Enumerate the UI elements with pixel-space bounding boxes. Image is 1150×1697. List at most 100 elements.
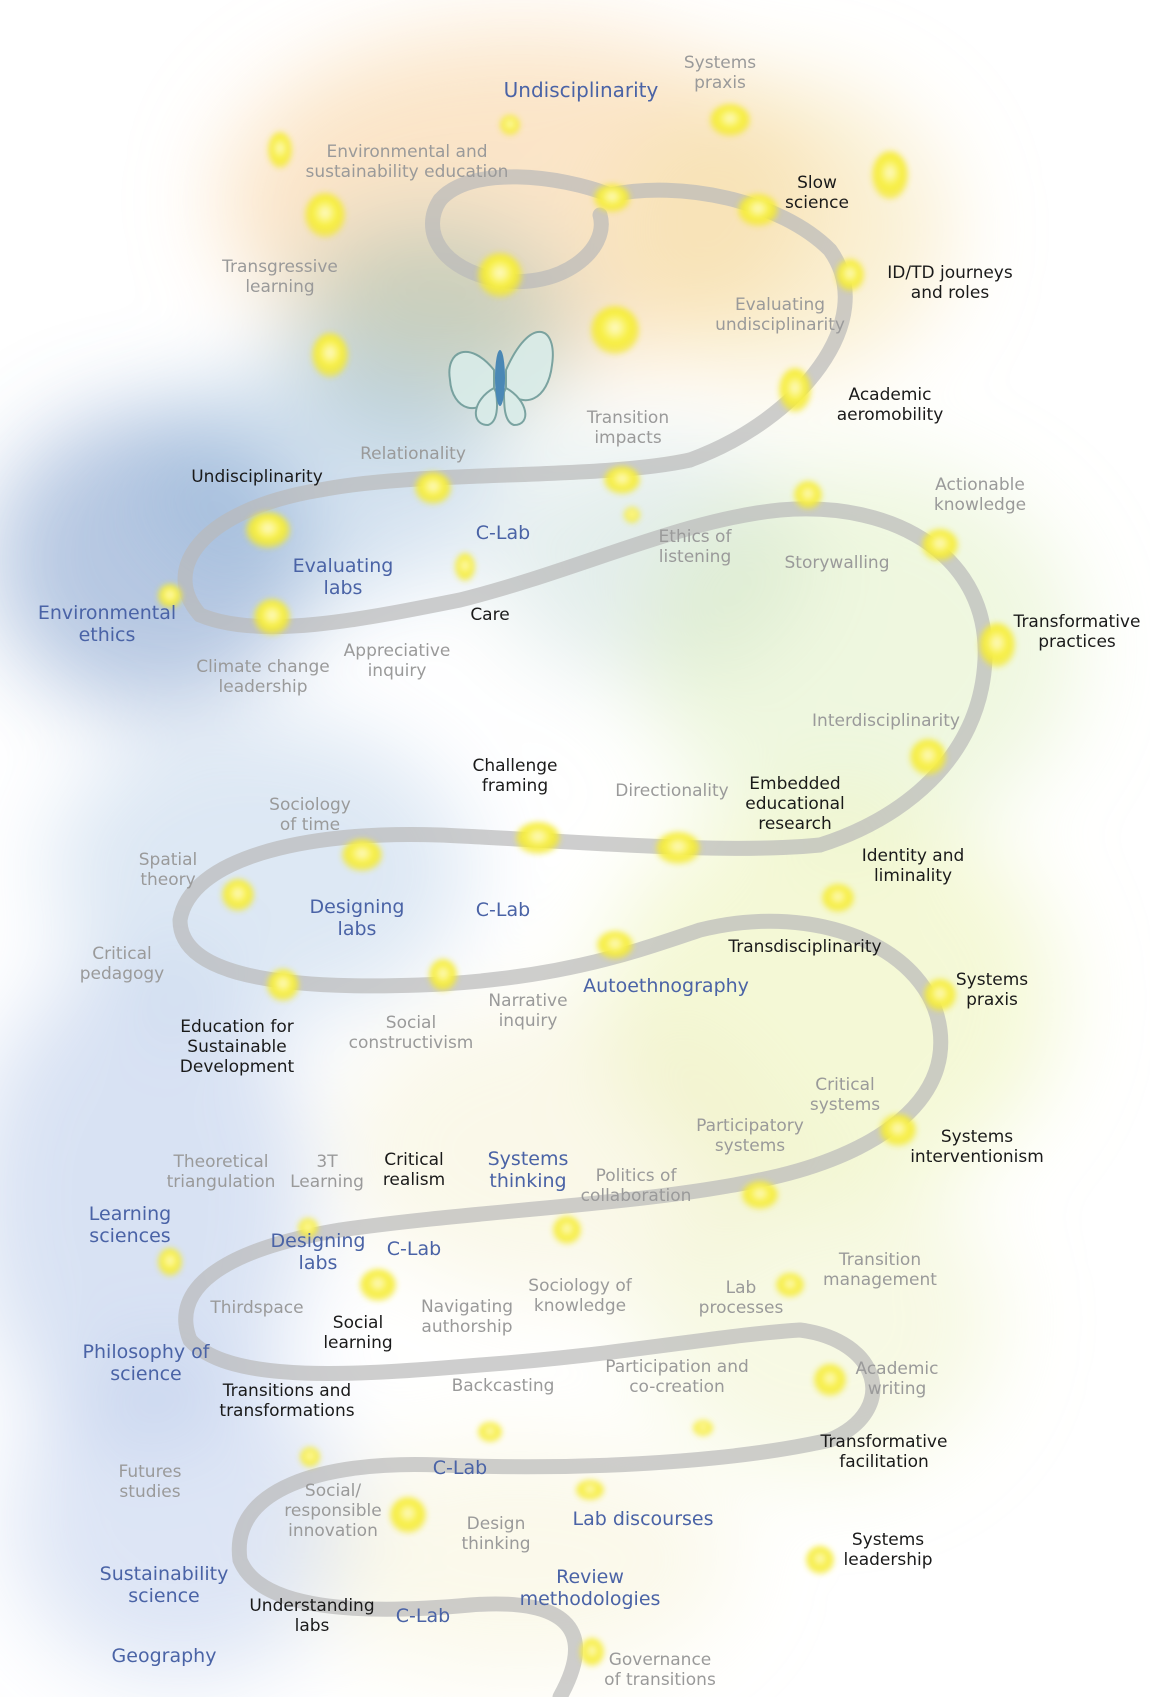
node-dot <box>415 472 451 504</box>
node-label: Sustainability science <box>99 1563 229 1608</box>
node-dots <box>158 104 1015 1666</box>
node-label: Systems interventionism <box>910 1127 1044 1168</box>
node-dot <box>500 115 520 135</box>
node-dot <box>478 1422 502 1442</box>
node-dot <box>794 481 822 509</box>
node-label: Spatial theory <box>138 850 198 891</box>
node-dot <box>312 333 348 377</box>
node-dot <box>710 104 750 136</box>
node-dot <box>924 979 956 1011</box>
node-dot <box>516 822 560 854</box>
node-label: Systems thinking <box>487 1148 569 1193</box>
node-label: Systems praxis <box>683 53 757 94</box>
node-label: Critical realism <box>382 1150 446 1191</box>
node-label: Review methodologies <box>519 1566 661 1611</box>
node-dot <box>553 1216 581 1244</box>
watercolor-wash <box>0 30 1080 1680</box>
node-label: Environmental and sustainability educati… <box>305 142 509 183</box>
node-label: Systems leadership <box>843 1530 933 1571</box>
node-dot <box>624 507 640 523</box>
node-dot <box>580 1638 604 1666</box>
node-dot <box>806 1546 834 1574</box>
node-label: Transitions and transformations <box>219 1381 355 1422</box>
node-dot <box>604 466 640 494</box>
node-label: Narrative inquiry <box>488 991 568 1032</box>
node-dot <box>298 1218 318 1238</box>
node-label: Participation and co-creation <box>605 1357 749 1398</box>
node-label: Social/ responsible innovation <box>284 1481 382 1542</box>
node-label: Sociology of knowledge <box>528 1276 632 1317</box>
node-label: Critical systems <box>809 1075 881 1116</box>
node-dot <box>822 884 854 912</box>
node-dot <box>594 184 630 212</box>
node-label: C-Lab <box>475 522 531 544</box>
node-label: ID/TD journeys and roles <box>887 263 1013 304</box>
node-dot <box>429 959 457 991</box>
node-label: Evaluating labs <box>292 555 394 600</box>
butterfly-icon <box>448 330 554 427</box>
node-dot <box>390 1497 426 1533</box>
node-dot <box>222 879 254 911</box>
node-label: Transgressive learning <box>222 257 338 298</box>
node-label: Slow science <box>785 173 849 214</box>
node-label: Understanding labs <box>249 1596 375 1637</box>
node-label: 3T Learning <box>290 1152 364 1193</box>
node-label: Evaluating undisciplinarity <box>715 295 845 336</box>
node-dot <box>738 194 778 226</box>
node-label: Interdisciplinarity <box>812 711 960 731</box>
node-dot <box>267 969 299 1001</box>
node-label: Embedded educational research <box>745 774 845 835</box>
node-label: Undisciplinarity <box>503 78 659 102</box>
node-dot <box>922 529 958 561</box>
node-dot <box>576 1480 604 1500</box>
node-label: Theoretical triangulation <box>166 1152 276 1193</box>
node-dot <box>814 1364 846 1396</box>
node-label: Lab processes <box>698 1278 784 1319</box>
node-label: Thirdspace <box>210 1298 304 1318</box>
node-label: Academic aeromobility <box>836 385 944 426</box>
node-label: Sociology of time <box>269 795 351 836</box>
node-label: Ethics of listening <box>658 527 732 568</box>
node-dot <box>158 584 182 608</box>
node-label: C-Lab <box>395 1605 451 1627</box>
node-label: Care <box>470 605 510 625</box>
node-label: Environmental ethics <box>37 602 177 647</box>
node-dot <box>880 1114 916 1146</box>
node-label: Designing labs <box>270 1230 366 1275</box>
node-dot <box>305 193 345 237</box>
node-dot <box>742 1181 778 1209</box>
node-label: Futures studies <box>118 1462 182 1503</box>
node-dot <box>979 623 1015 667</box>
node-label: Relationality <box>360 444 466 464</box>
node-label: Directionality <box>615 781 729 801</box>
node-label: Philosophy of science <box>82 1341 210 1386</box>
node-dot <box>693 1420 713 1436</box>
node-label: Climate change leadership <box>196 657 330 698</box>
node-label: Identity and liminality <box>861 846 965 887</box>
node-label: Critical pedagogy <box>79 944 165 985</box>
node-label: Storywalling <box>784 553 890 573</box>
node-label: Education for Sustainable Development <box>179 1017 295 1078</box>
node-dot <box>872 151 908 199</box>
node-label: Systems praxis <box>955 970 1029 1011</box>
node-dot <box>776 1273 804 1297</box>
node-label: Actionable knowledge <box>933 475 1027 516</box>
node-dot <box>910 739 946 775</box>
node-label: Undisciplinarity <box>191 467 323 487</box>
node-dot <box>455 553 475 581</box>
node-dot <box>591 306 639 354</box>
node-label: Backcasting <box>451 1376 555 1396</box>
node-label: Academic writing <box>855 1359 939 1400</box>
node-label: Social learning <box>323 1313 393 1354</box>
node-label: Geography <box>111 1645 217 1667</box>
node-dot <box>300 1447 320 1467</box>
node-label: Transition management <box>823 1250 937 1291</box>
node-label: Politics of collaboration <box>580 1166 692 1207</box>
node-dot <box>779 368 811 412</box>
node-label: Autoethnography <box>583 975 749 997</box>
node-dot <box>246 512 290 548</box>
node-label: Navigating authorship <box>420 1297 514 1338</box>
node-label: Participatory systems <box>696 1116 804 1157</box>
